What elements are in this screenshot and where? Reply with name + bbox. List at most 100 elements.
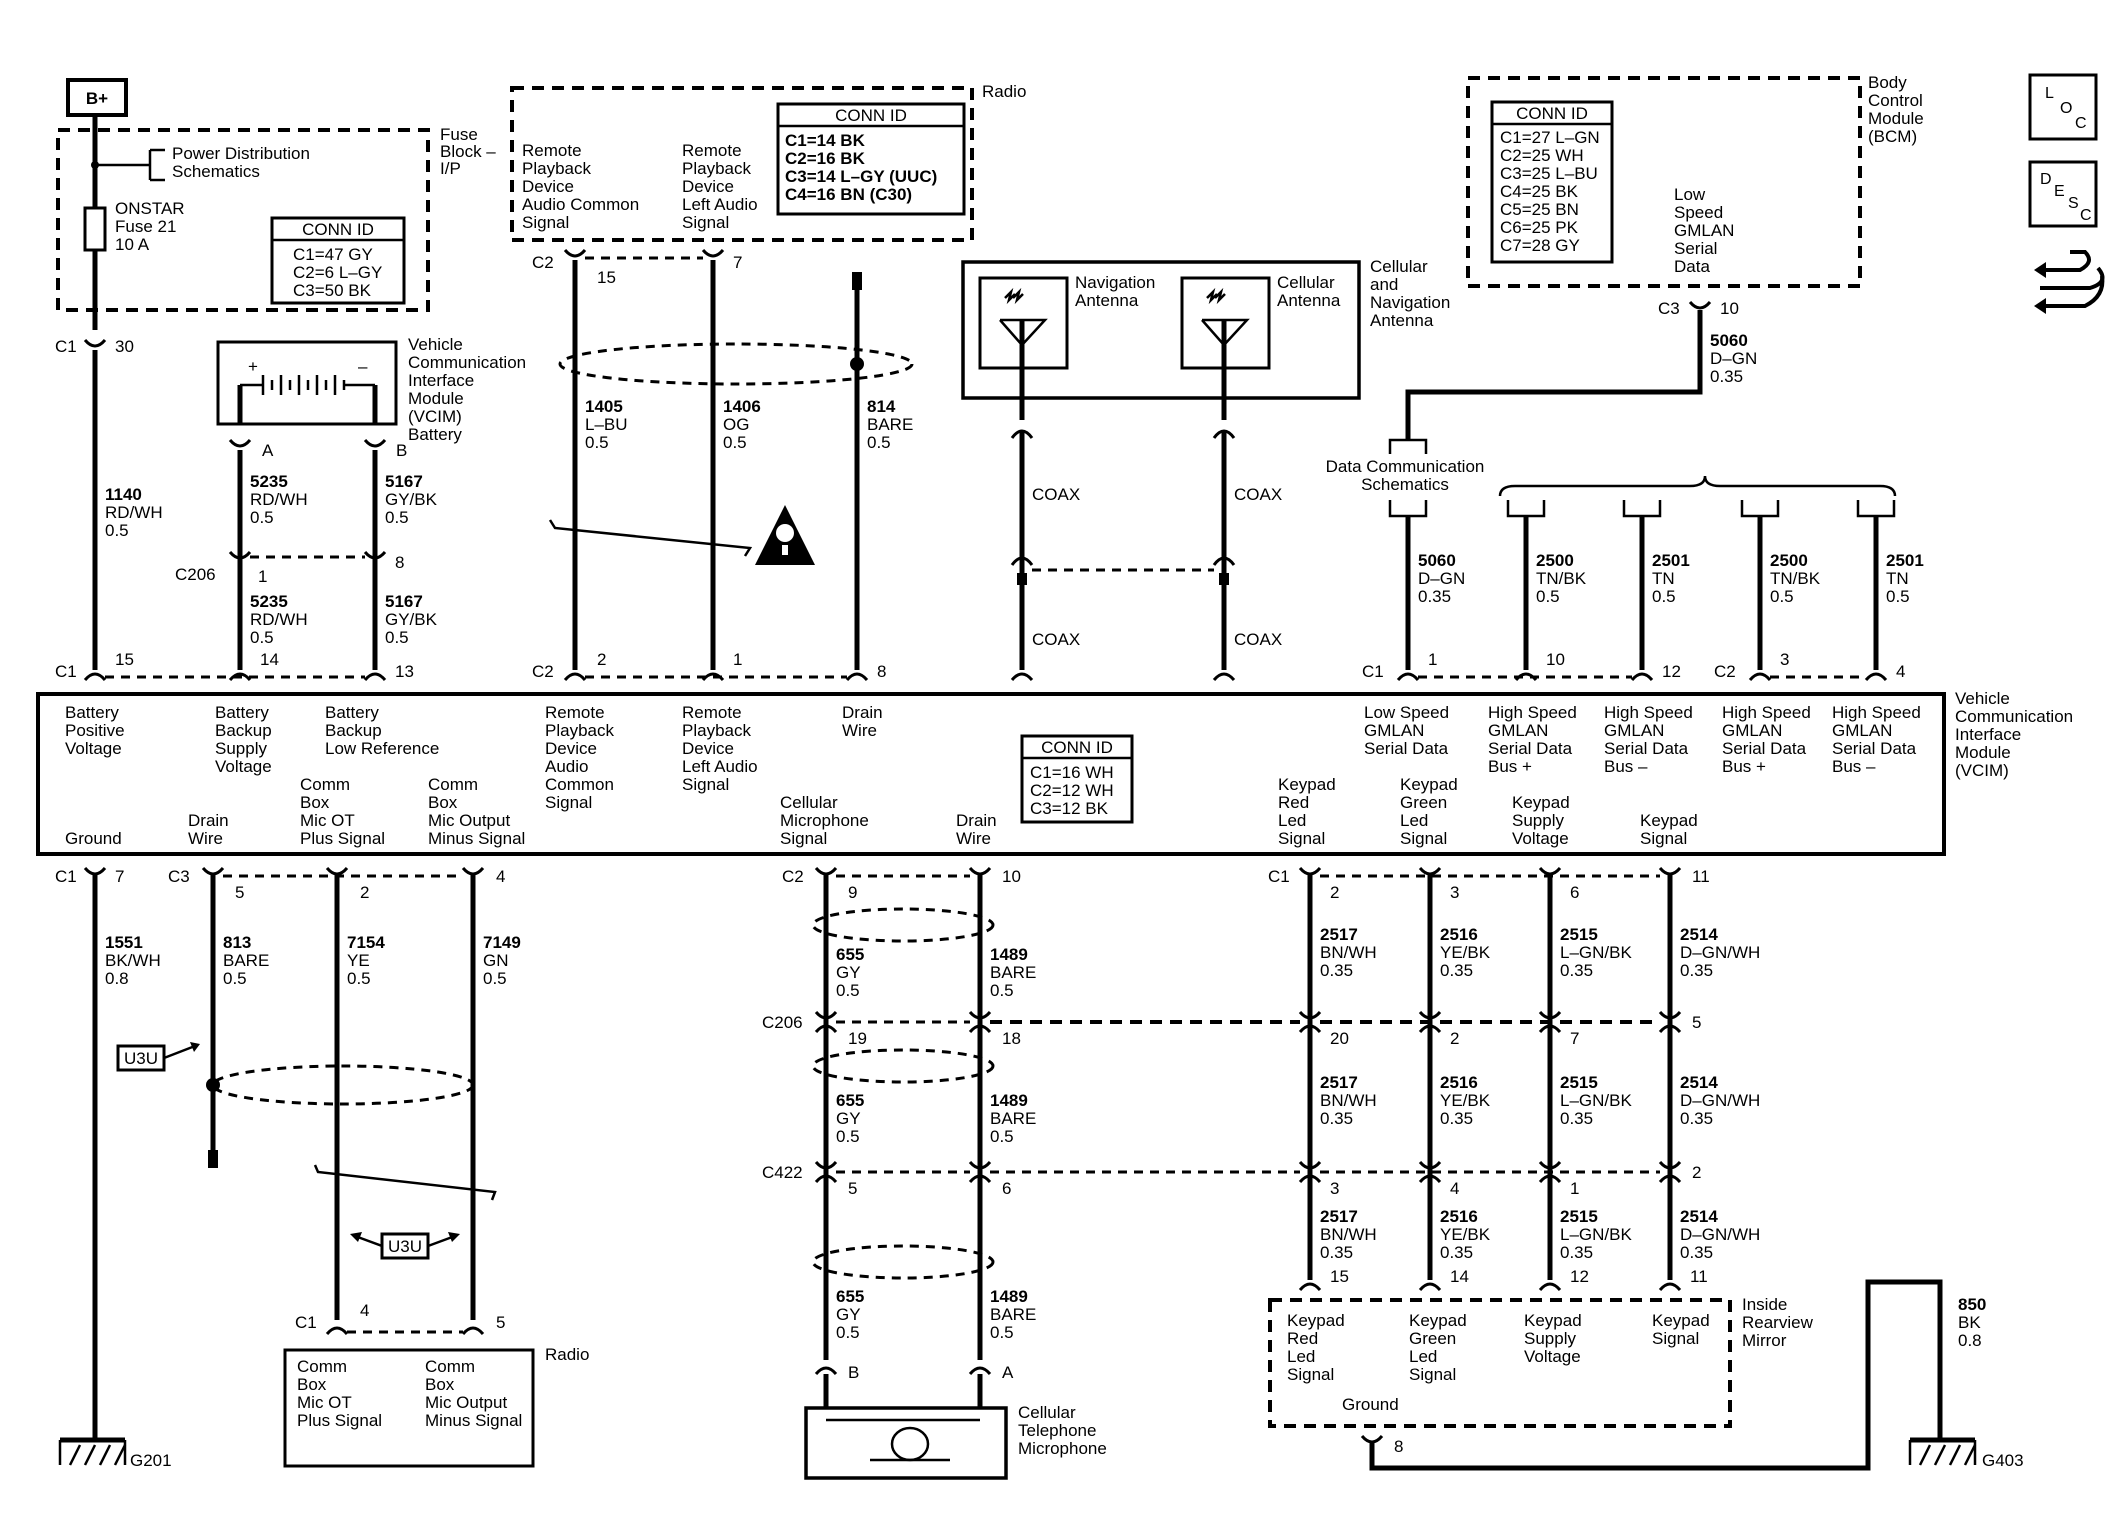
svg-text:Playback: Playback (682, 721, 751, 740)
keypad-c422-pin-1: 1 (1570, 1179, 1579, 1198)
svg-text:Minus Signal: Minus Signal (425, 1411, 522, 1430)
svg-text:GY/BK: GY/BK (385, 490, 438, 509)
svg-text:0.35: 0.35 (1440, 961, 1473, 980)
wire-813-label: 813 BARE 0.5 (223, 933, 269, 988)
vcim-r-pin-4: 4 (1896, 662, 1905, 681)
svg-text:Keypad: Keypad (1640, 811, 1698, 830)
svg-text:2501: 2501 (1886, 551, 1924, 570)
svg-text:GMLAN: GMLAN (1364, 721, 1424, 740)
svg-text:Device: Device (682, 177, 734, 196)
svg-text:Playback: Playback (682, 159, 751, 178)
wire-5167-label-a: 5167 GY/BK 0.5 (385, 472, 438, 527)
svg-text:D–GN/WH: D–GN/WH (1680, 1225, 1760, 1244)
svg-text:0.5: 0.5 (990, 1127, 1014, 1146)
radio-bottom-sig-minus: Comm Box Mic Output Minus Signal (425, 1357, 522, 1430)
radio-pin-7: 7 (733, 253, 742, 272)
svg-text:L–GN/BK: L–GN/BK (1560, 943, 1632, 962)
svg-text:TN/BK: TN/BK (1536, 569, 1587, 588)
svg-text:0.5: 0.5 (223, 969, 247, 988)
svg-text:Module: Module (1955, 743, 2011, 762)
svg-text:Left Audio: Left Audio (682, 757, 758, 776)
svg-text:Battery: Battery (325, 703, 379, 722)
bcm-conn-4: C4=25 BK (1500, 182, 1579, 201)
wire-1406-label: 1406 OG 0.5 (723, 397, 761, 452)
vcim-r-pin-1: 1 (1428, 650, 1437, 669)
vcim-label-audio-common: Remote Playback Device Audio Common Sign… (545, 703, 614, 812)
vcim-bottom-c3: C3 (168, 867, 190, 886)
mic-pin-a: A (1002, 1363, 1014, 1382)
svg-text:0.5: 0.5 (836, 1323, 860, 1342)
svg-text:1405: 1405 (585, 397, 623, 416)
svg-text:Low Speed: Low Speed (1364, 703, 1449, 722)
vcim-conn-2: C2=12 WH (1030, 781, 1114, 800)
data-link-icon[interactable] (2034, 250, 2105, 314)
vcim-right-c1: C1 (1362, 662, 1384, 681)
bcm-conn-7: C7=28 GY (1500, 236, 1580, 255)
vcim-battery-label: Vehicle Communication Interface Module (… (408, 335, 526, 444)
svg-text:YE/BK: YE/BK (1440, 943, 1491, 962)
svg-text:0.5: 0.5 (250, 508, 274, 527)
svg-text:2515: 2515 (1560, 925, 1598, 944)
vcim-label-cell-mic: Cellular Microphone Signal (780, 793, 869, 848)
vcim-label-battery-low-ref: Battery Backup Low Reference (325, 703, 439, 758)
bcm-pin-10: 10 (1720, 299, 1739, 318)
wire-814-label: 814 BARE 0.5 (867, 397, 913, 452)
bcm-conn-6: C6=25 PK (1500, 218, 1579, 237)
svg-text:Backup: Backup (325, 721, 382, 740)
twist-break-top (548, 519, 753, 557)
svg-text:0.35: 0.35 (1320, 1109, 1353, 1128)
wire-1405-label: 1405 L–BU 0.5 (585, 397, 628, 452)
svg-text:D: D (2040, 171, 2052, 188)
antenna-label: Cellular and Navigation Antenna (1370, 257, 1450, 330)
svg-text:0.35: 0.35 (1320, 1243, 1353, 1262)
radio-conn-c2: C2 (532, 253, 554, 272)
svg-text:2514: 2514 (1680, 925, 1718, 944)
bcm-conn-id-title: CONN ID (1516, 104, 1588, 123)
battery-minus: – (358, 357, 368, 376)
svg-text:Cellular: Cellular (1018, 1403, 1076, 1422)
svg-text:Schematics: Schematics (1361, 475, 1449, 494)
vcim-bottom-c1: C1 (55, 867, 77, 886)
svg-text:Low Reference: Low Reference (325, 739, 439, 758)
svg-text:TN/BK: TN/BK (1770, 569, 1821, 588)
mirror-pin-15: 15 (1330, 1267, 1349, 1286)
svg-text:2514: 2514 (1680, 1073, 1718, 1092)
vcim-label-keypad-green: Keypad Green Led Signal (1400, 775, 1458, 848)
ground-g201-label: G201 (130, 1451, 172, 1470)
svg-text:Voltage: Voltage (65, 739, 122, 758)
bcm-conn-5: C5=25 BN (1500, 200, 1579, 219)
mic-conn-c2: C2 (782, 867, 804, 886)
bcm-conn-2: C2=25 WH (1500, 146, 1584, 165)
vcim-label-hs-minus-2: High Speed GMLAN Serial Data Bus – (1832, 703, 1921, 776)
radio-bottom-pin-4: 4 (360, 1301, 369, 1320)
wire-2516-label-a: 2516 YE/BK 0.35 (1440, 925, 1491, 980)
svg-text:Comm: Comm (428, 775, 478, 794)
svg-text:0.35: 0.35 (1320, 961, 1353, 980)
battery-plus: + (248, 357, 258, 376)
svg-text:Green: Green (1400, 793, 1447, 812)
dcs-label: Data Communication Schematics (1326, 457, 1485, 494)
svg-text:0.35: 0.35 (1440, 1243, 1473, 1262)
svg-text:TN: TN (1652, 569, 1675, 588)
keypad-c206-pin-2: 2 (1450, 1029, 1459, 1048)
svg-text:Led: Led (1409, 1347, 1437, 1366)
svg-text:D–GN: D–GN (1418, 569, 1465, 588)
wire-2516-label-c: 2516 YE/BK 0.35 (1440, 1207, 1491, 1262)
svg-text:Led: Led (1400, 811, 1428, 830)
wire-2514-label-b: 2514 D–GN/WH 0.35 (1680, 1073, 1760, 1128)
radio-top-box (510, 86, 974, 242)
svg-text:Device: Device (545, 739, 597, 758)
mirror-keypad-signal: Keypad Signal (1652, 1311, 1710, 1348)
loc-icon[interactable]: L O C (2028, 73, 2098, 141)
svg-text:OG: OG (723, 415, 749, 434)
vcim-label-battery-backup: Battery Backup Supply Voltage (215, 703, 272, 776)
desc-icon[interactable]: D E S C (2028, 160, 2098, 228)
svg-text:Navigation: Navigation (1075, 273, 1155, 292)
svg-text:Signal: Signal (1287, 1365, 1334, 1384)
svg-text:Positive: Positive (65, 721, 125, 740)
vcim-pin-15: 15 (115, 650, 134, 669)
svg-text:Remote: Remote (682, 703, 742, 722)
svg-text:Box: Box (300, 793, 330, 812)
fuse-block (56, 128, 430, 312)
